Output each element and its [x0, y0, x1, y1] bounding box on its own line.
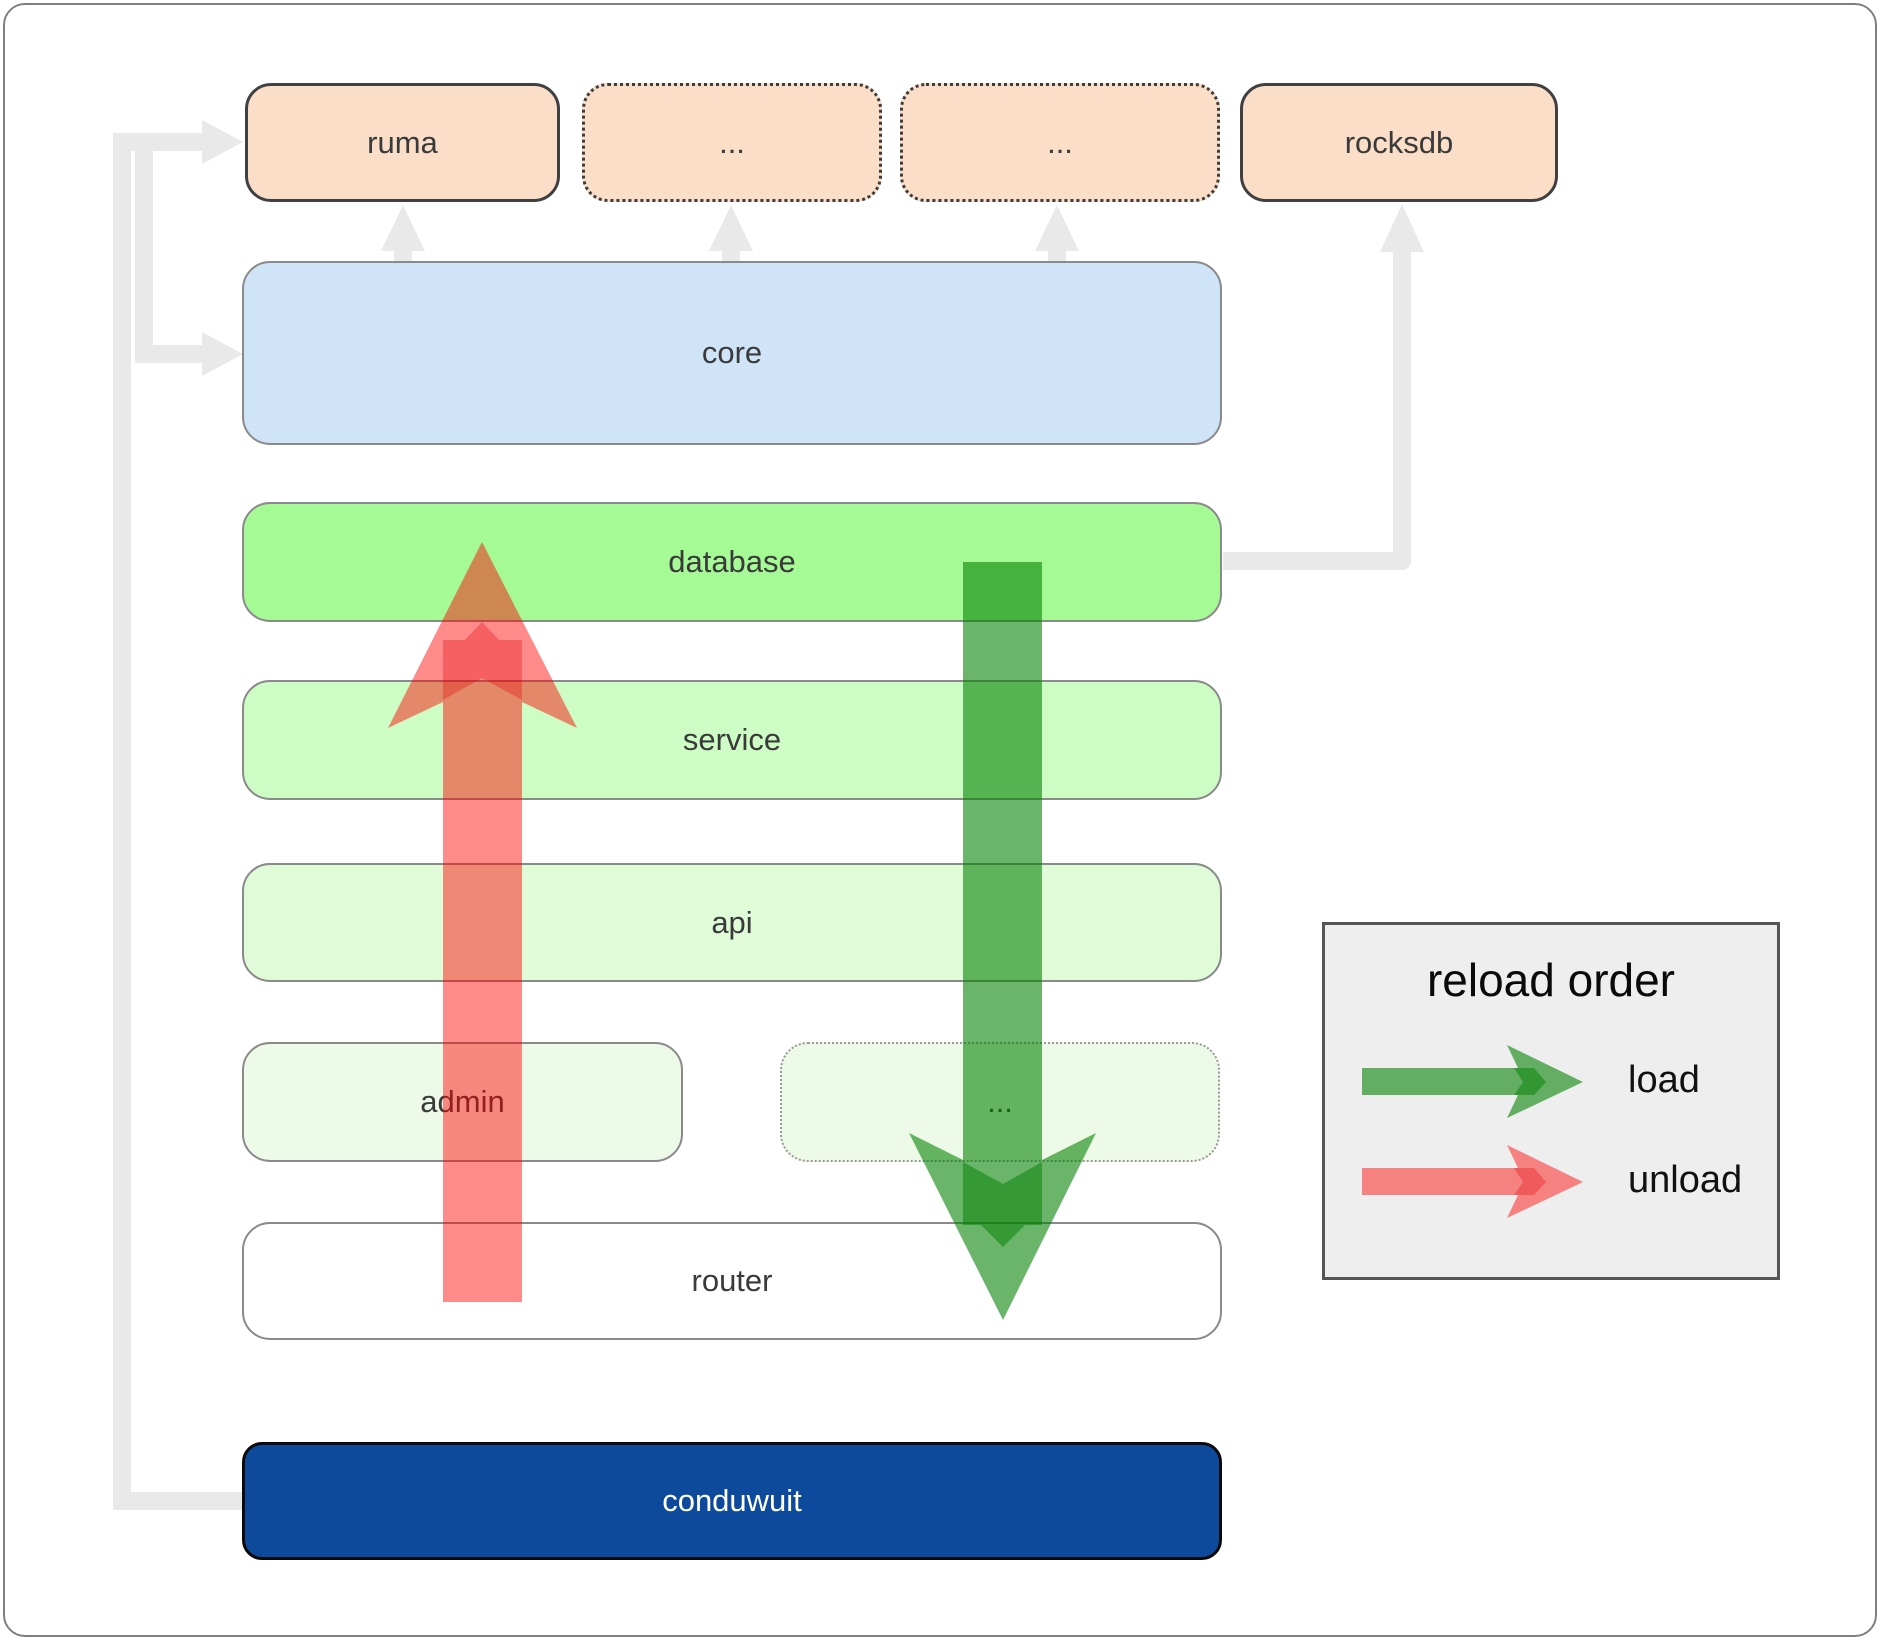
node-admin-label: admin: [420, 1084, 505, 1119]
node-ellipsis-top-2: ...: [900, 83, 1220, 202]
node-ellipsis-admin: ...: [780, 1042, 1220, 1162]
node-ruma-label: ruma: [367, 124, 438, 160]
node-api: api: [242, 863, 1222, 982]
node-ellipsis-top-1: ...: [582, 83, 882, 202]
node-service: service: [242, 680, 1222, 800]
node-core: core: [242, 261, 1222, 445]
node-rocksdb: rocksdb: [1240, 83, 1558, 202]
node-core-label: core: [701, 335, 763, 370]
node-service-label: service: [682, 722, 782, 757]
node-database: database: [242, 502, 1222, 622]
node-router-label: router: [691, 1263, 773, 1298]
node-router: router: [242, 1222, 1222, 1340]
legend-unload-label: unload: [1628, 1159, 1743, 1201]
node-rocksdb-label: rocksdb: [1344, 124, 1454, 160]
node-database-label: database: [668, 544, 796, 579]
diagram-frame: [3, 3, 1877, 1637]
node-admin: admin: [242, 1042, 683, 1162]
node-ellipsis-top-1-label: ...: [719, 124, 745, 160]
node-ruma: ruma: [245, 83, 560, 202]
legend-title: reload order: [1426, 954, 1676, 1006]
legend-load-label: load: [1628, 1059, 1700, 1101]
node-ellipsis-admin-label: ...: [987, 1084, 1013, 1119]
node-ellipsis-top-2-label: ...: [1047, 124, 1073, 160]
node-api-label: api: [711, 904, 753, 940]
legend-reload-order: reload order load unload: [1322, 922, 1780, 1280]
node-conduwuit-label: conduwuit: [662, 1483, 802, 1518]
node-conduwuit: conduwuit: [242, 1442, 1222, 1560]
